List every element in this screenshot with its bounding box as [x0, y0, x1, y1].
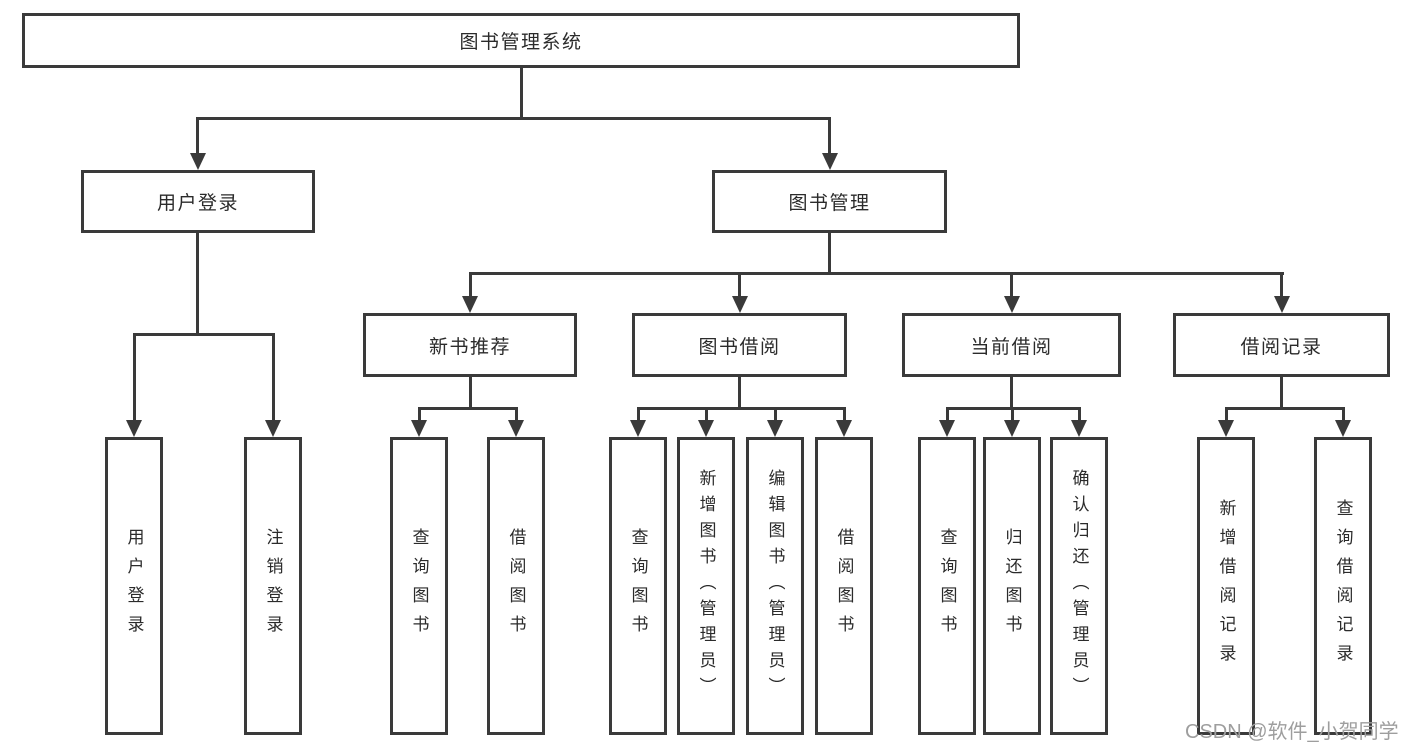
node-label: 借阅图书 — [834, 528, 854, 644]
arrow-down-icon — [265, 333, 281, 437]
node-label: 查询图书 — [937, 528, 957, 644]
arrow-down-icon — [1004, 407, 1020, 437]
node-label: 确认归还（管理员） — [1069, 469, 1089, 703]
connector-line — [1280, 377, 1283, 410]
node-label: 新增借阅记录 — [1216, 499, 1236, 673]
arrow-down-icon — [767, 407, 783, 437]
leaf-edit-books-admin: 编辑图书（管理员） — [746, 437, 804, 735]
connector-line — [132, 333, 275, 336]
arrow-down-icon — [189, 117, 206, 170]
connector-line — [196, 233, 199, 336]
node-label: 注销登录 — [263, 528, 283, 644]
leaf-logout-login: 注销登录 — [244, 437, 302, 735]
leaf-user-login: 用户登录 — [105, 437, 163, 735]
connector-line — [1010, 377, 1013, 410]
connector-line — [519, 68, 523, 120]
node-borrowing-records: 借阅记录 — [1173, 313, 1390, 377]
node-user-login: 用户登录 — [81, 170, 315, 233]
leaf-borrow-books-borrowing: 借阅图书 — [815, 437, 873, 735]
leaf-query-books-current: 查询图书 — [918, 437, 976, 735]
leaf-query-borrow-record: 查询借阅记录 — [1314, 437, 1372, 735]
arrow-down-icon — [411, 407, 427, 437]
connector-line — [636, 407, 846, 410]
node-new-book-recommend: 新书推荐 — [363, 313, 577, 377]
connector-line — [196, 117, 831, 120]
node-label: 查询图书 — [409, 528, 429, 644]
connector-line — [828, 233, 831, 275]
arrow-down-icon — [821, 117, 838, 170]
arrow-down-icon — [1335, 407, 1351, 437]
node-book-borrowing: 图书借阅 — [632, 313, 847, 377]
leaf-query-books-recommend: 查询图书 — [390, 437, 448, 735]
csdn-watermark: CSDN @软件_小贺同学 — [1185, 721, 1399, 743]
node-label: 用户登录 — [124, 528, 144, 644]
connector-line — [417, 407, 518, 410]
node-label: 用户登录 — [156, 193, 239, 214]
node-label: 当前借阅 — [970, 336, 1053, 358]
arrow-down-icon — [1218, 407, 1234, 437]
arrow-down-icon — [836, 407, 852, 437]
leaf-add-books-admin: 新增图书（管理员） — [677, 437, 735, 735]
arrow-down-icon — [731, 272, 748, 313]
leaf-return-books: 归还图书 — [983, 437, 1041, 735]
node-label: 归还图书 — [1002, 528, 1022, 644]
node-label: 查询图书 — [628, 528, 648, 644]
leaf-borrow-books-recommend: 借阅图书 — [487, 437, 545, 735]
node-label: 借阅记录 — [1240, 336, 1323, 358]
connector-line — [1224, 407, 1345, 410]
leaf-query-books-borrowing: 查询图书 — [609, 437, 667, 735]
arrow-down-icon — [1003, 272, 1020, 313]
connector-line — [468, 377, 472, 410]
arrow-down-icon — [939, 407, 955, 437]
arrow-down-icon — [1273, 272, 1290, 313]
arrow-down-icon — [508, 407, 524, 437]
node-book-management: 图书管理 — [712, 170, 947, 233]
arrow-down-icon — [126, 333, 142, 437]
connector-line — [468, 272, 1284, 275]
node-label: 新增图书（管理员） — [696, 469, 716, 703]
node-label: 查询借阅记录 — [1333, 499, 1353, 673]
node-label: 图书管理 — [788, 193, 871, 214]
leaf-add-borrow-record: 新增借阅记录 — [1197, 437, 1255, 735]
node-label: 图书管理系统 — [459, 32, 583, 53]
node-label: 新书推荐 — [428, 336, 511, 358]
node-label: 编辑图书（管理员） — [765, 469, 785, 703]
node-book-management-system: 图书管理系统 — [22, 13, 1020, 68]
connector-line — [738, 377, 741, 410]
arrow-down-icon — [1071, 407, 1087, 437]
arrow-down-icon — [630, 407, 646, 437]
node-current-borrowing: 当前借阅 — [902, 313, 1121, 377]
arrow-down-icon — [698, 407, 714, 437]
node-label: 借阅图书 — [506, 528, 526, 644]
leaf-confirm-return-admin: 确认归还（管理员） — [1050, 437, 1108, 735]
node-label: 图书借阅 — [698, 336, 781, 358]
arrow-down-icon — [462, 272, 478, 313]
